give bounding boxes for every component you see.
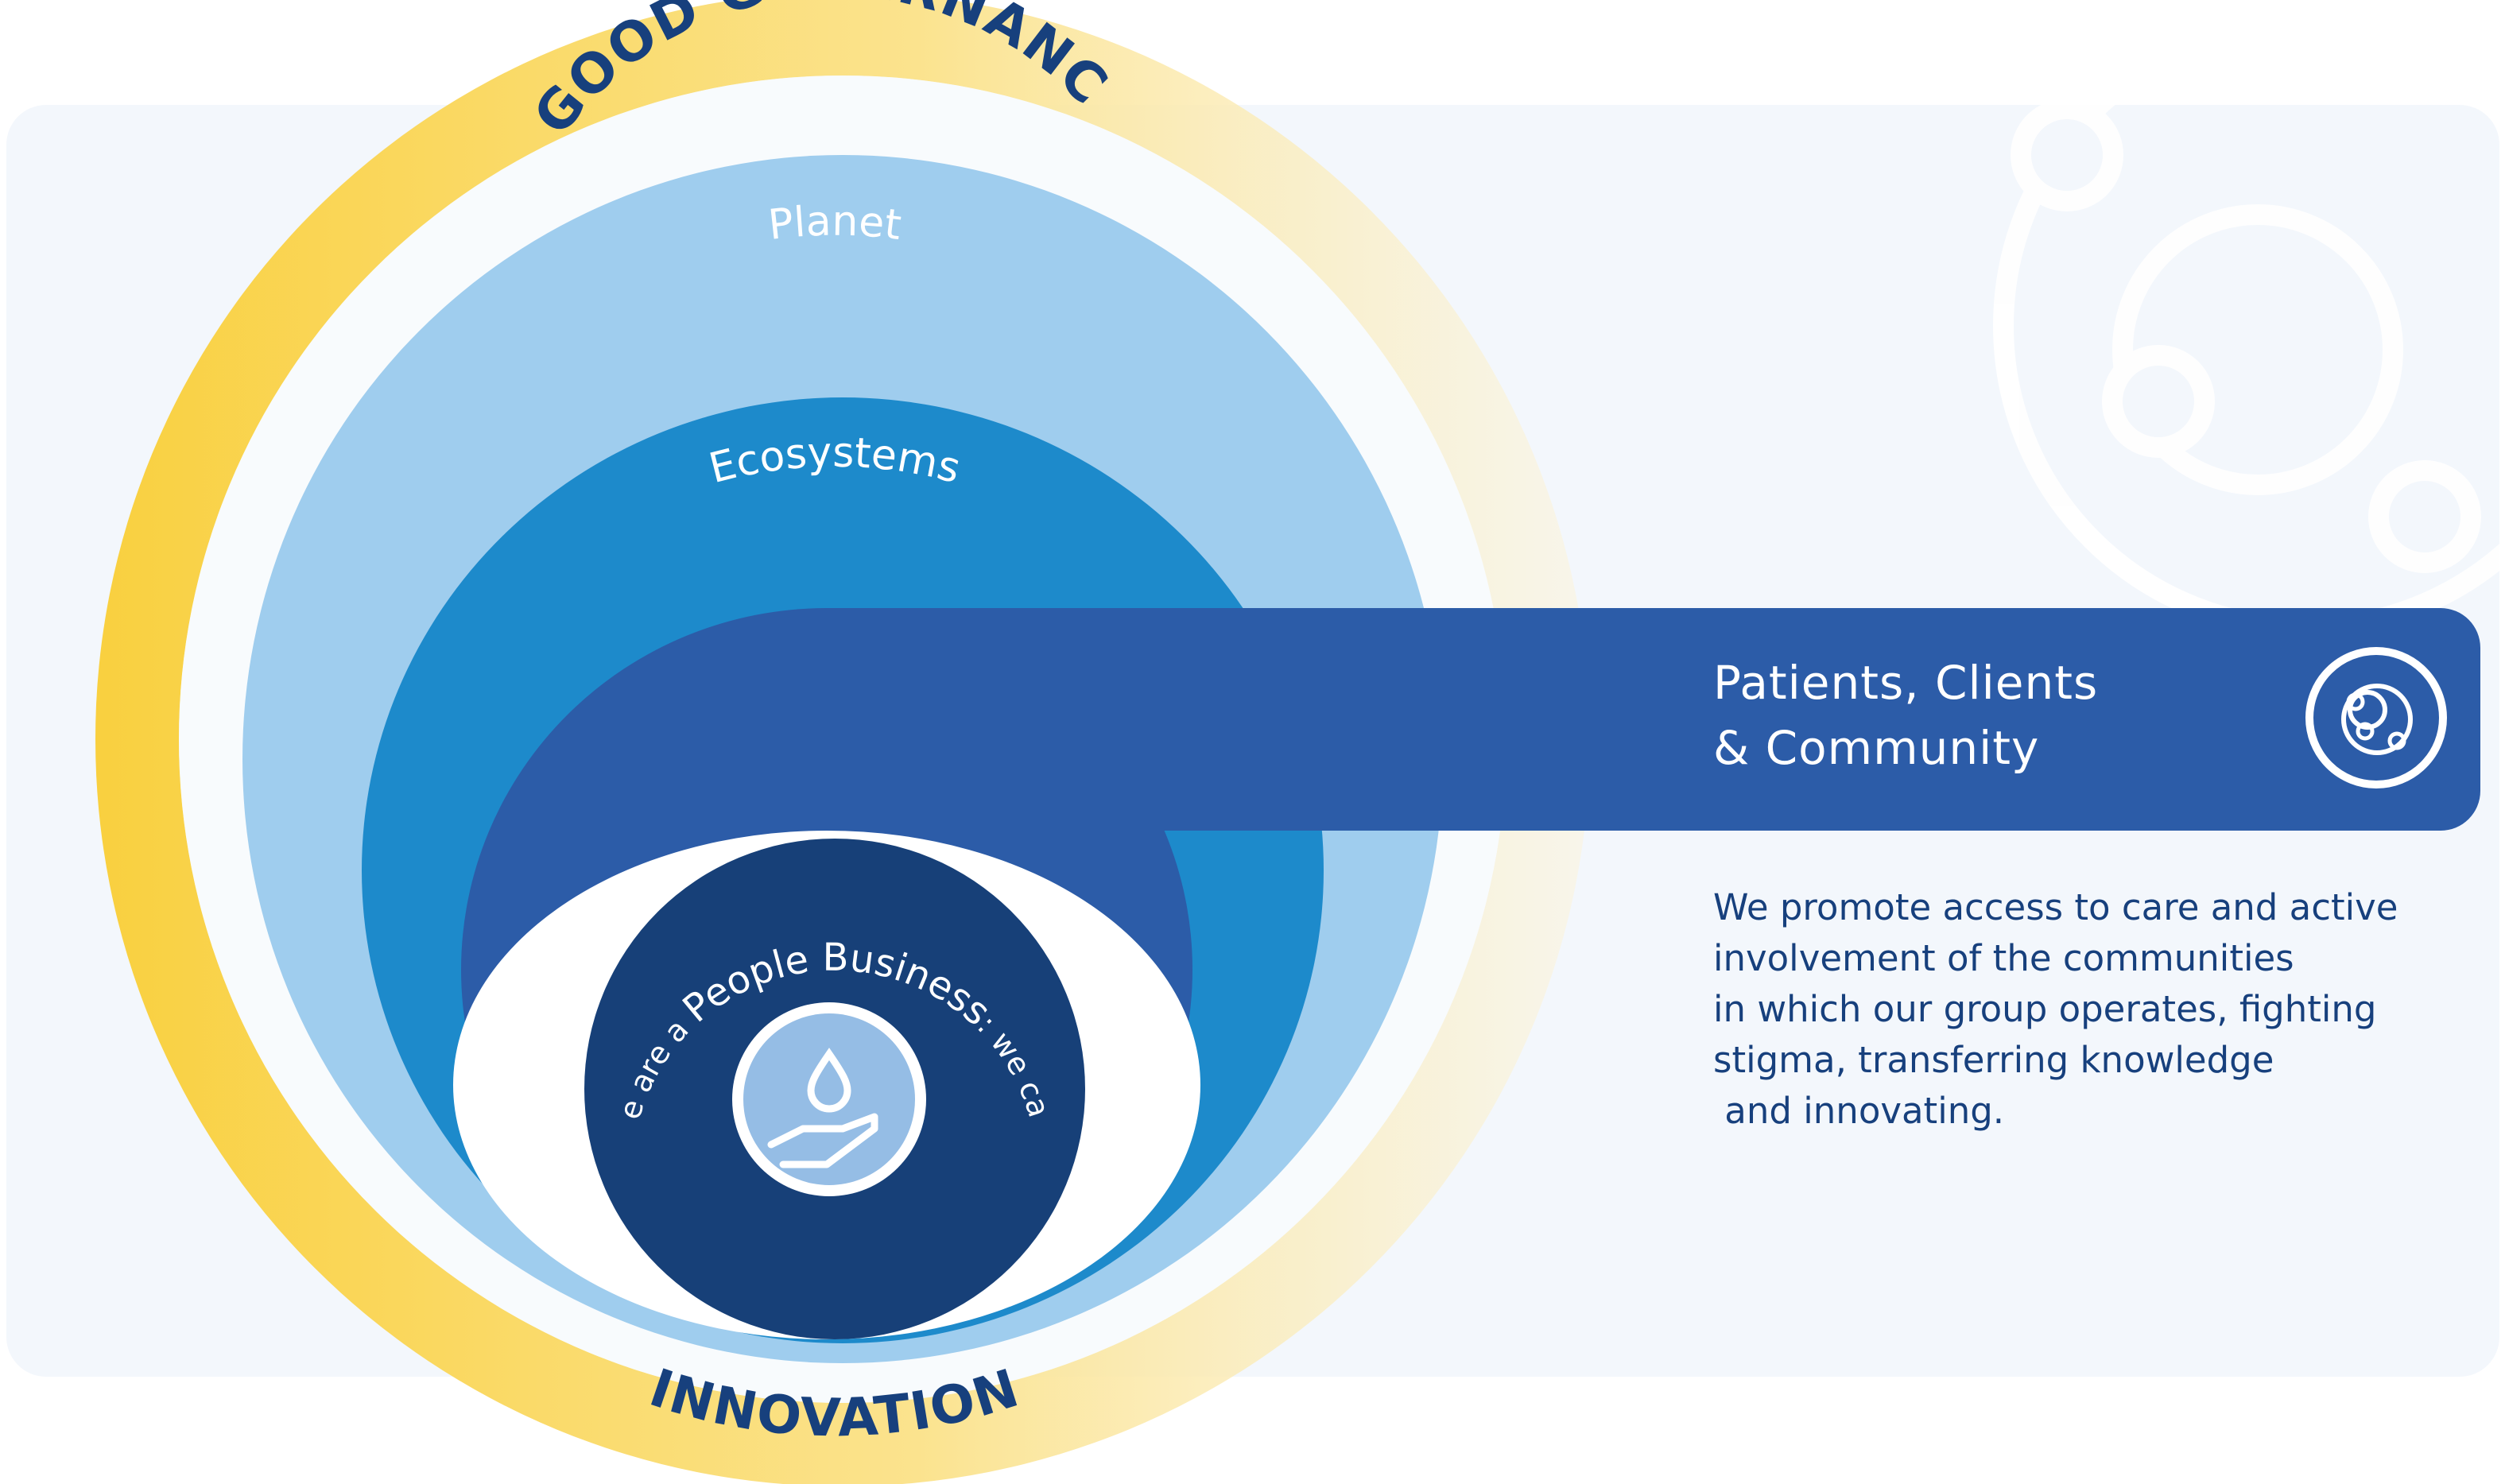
description-line: involvement of the communities <box>1713 937 2294 979</box>
description-line: We promote access to care and active <box>1713 886 2398 928</box>
patients-label: Patients, Clients & Community <box>1713 650 2317 781</box>
description-line: stigma, transferring knowledge <box>1713 1039 2274 1081</box>
description-text: We promote access to care and active inv… <box>1713 882 2460 1137</box>
orbit-circles-icon <box>2305 647 2447 788</box>
description-line: and innovating. <box>1713 1090 2005 1132</box>
planet-label: Planet <box>766 197 904 250</box>
patients-label-line-1: Patients, Clients <box>1713 656 2099 710</box>
hand-drop-icon <box>732 1002 926 1196</box>
patients-label-line-2: & Community <box>1713 721 2040 775</box>
description-line: in which our group operates, fighting <box>1713 988 2377 1030</box>
